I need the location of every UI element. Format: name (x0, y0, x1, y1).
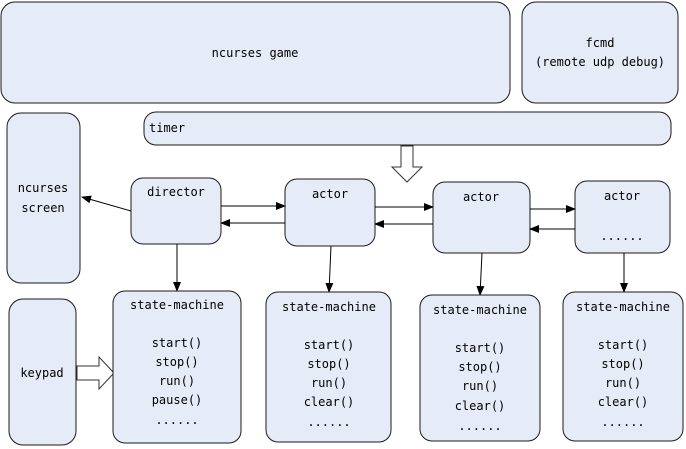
actor-box-3: actor ...... (574, 180, 671, 254)
state-machine-method: stop() (307, 357, 350, 371)
ncurses-game-box: ncurses game (0, 1, 511, 104)
keypad-label: keypad (20, 366, 63, 380)
state-machine-method: ...... (155, 413, 198, 427)
state-machine-method: run() (159, 374, 195, 388)
actor-label-3: actor (604, 189, 640, 203)
state-machine-title-3: state-machine (433, 303, 527, 317)
state-machine-title-4: state-machine (576, 300, 670, 314)
timer-label: timer (149, 121, 185, 135)
director-label: director (147, 185, 205, 199)
state-machine-method: start() (304, 338, 355, 352)
state-machine-box-2: state-machine start() stop() run() clear… (265, 291, 392, 443)
arrow-director-to-screen (81, 195, 132, 212)
arrow-actor2-to-sm3 (476, 252, 485, 296)
state-machine-method: stop() (458, 360, 501, 374)
state-machine-title-2: state-machine (282, 300, 376, 314)
state-machine-method: run() (462, 379, 498, 393)
fcmd-subtitle: (remote udp debug) (535, 55, 665, 69)
state-machine-method: clear() (598, 395, 649, 409)
ncurses-screen-line2: screen (21, 201, 64, 215)
actor-detail-3: ...... (600, 229, 643, 243)
state-machine-method: stop() (601, 357, 644, 371)
state-machine-method: start() (152, 336, 203, 350)
state-machine-method: ...... (601, 415, 644, 429)
ncurses-screen-line1: ncurses (18, 181, 69, 195)
actor-box-1: actor (284, 178, 376, 247)
state-machine-method: clear() (304, 395, 355, 409)
state-machine-method: run() (311, 376, 347, 390)
arrow-actor1-to-sm2 (325, 245, 334, 293)
state-machine-method: clear() (455, 399, 506, 413)
actor-box-2: actor (432, 181, 531, 254)
keypad-box: keypad (8, 298, 77, 446)
state-machine-box-1: state-machine start() stop() run() pause… (112, 290, 242, 444)
ncurses-game-label: ncurses game (212, 46, 299, 60)
state-machine-box-3: state-machine start() stop() run() clear… (419, 294, 541, 442)
ncurses-screen-box: ncurses screen (6, 112, 81, 284)
state-machine-method: start() (598, 338, 649, 352)
fcmd-box: fcmd (remote udp debug) (521, 1, 679, 104)
state-machine-method: stop() (155, 355, 198, 369)
state-machine-method: start() (455, 341, 506, 355)
timer-bar: timer (143, 111, 672, 146)
state-machine-box-4: state-machine start() stop() run() clear… (562, 291, 684, 442)
state-machine-method: ...... (458, 419, 501, 433)
director-box: director (130, 177, 222, 245)
state-machine-method: run() (605, 376, 641, 390)
timer-fat-arrow (390, 145, 424, 183)
state-machine-method: pause() (152, 393, 203, 407)
state-machine-title-1: state-machine (130, 298, 224, 312)
keypad-fat-arrow (76, 355, 115, 391)
actor-label-1: actor (312, 187, 348, 201)
fcmd-title: fcmd (586, 36, 615, 50)
actor-label-2: actor (463, 190, 499, 204)
state-machine-method: ...... (307, 415, 350, 429)
